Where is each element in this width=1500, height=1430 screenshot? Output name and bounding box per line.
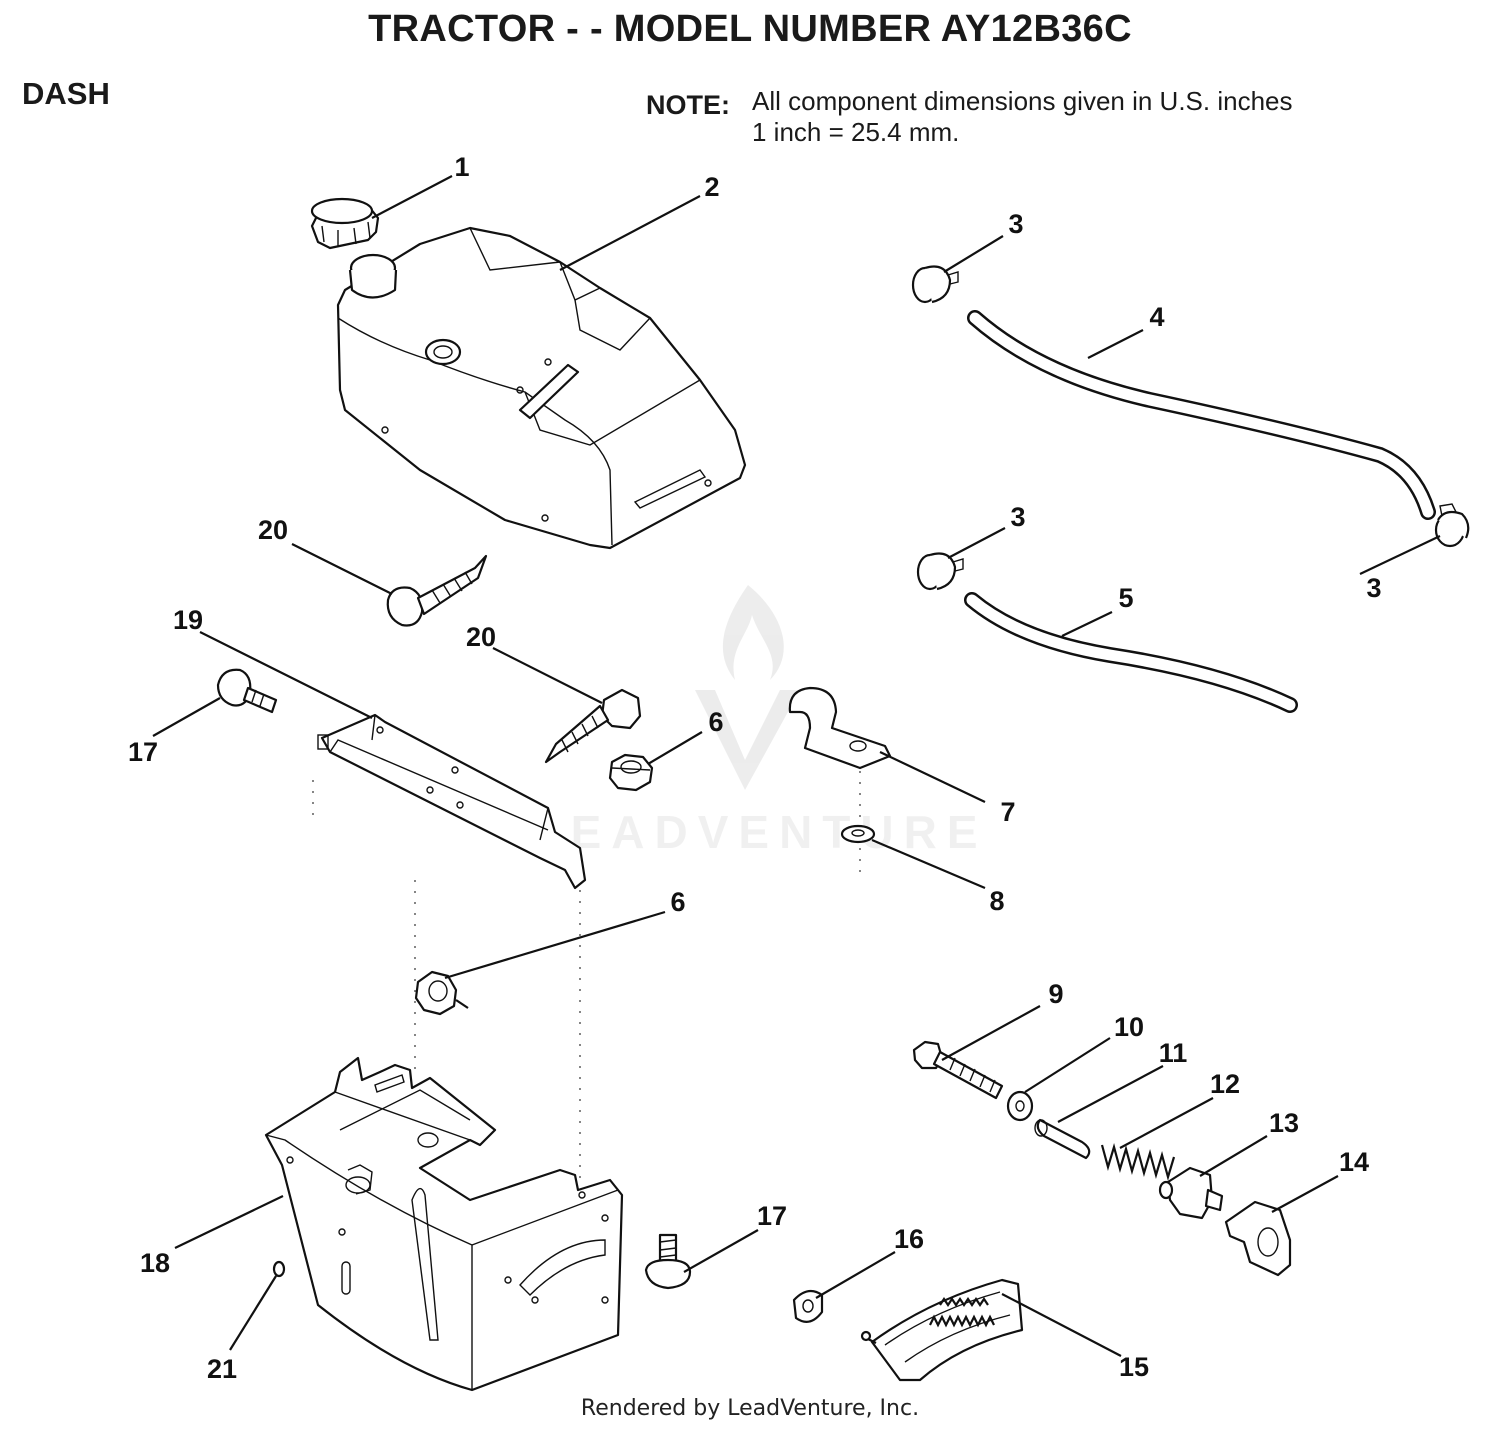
washer-part-8: [840, 824, 876, 844]
note-line-2: 1 inch = 25.4 mm.: [752, 117, 960, 147]
callout-3-top: 3: [1008, 209, 1023, 239]
leader-lines: [152, 175, 1441, 1357]
callout-7: 7: [1000, 797, 1015, 827]
spring-part: [1100, 1143, 1176, 1181]
support-rail-part: [317, 713, 587, 890]
note-line-1: All component dimensions given in U.S. i…: [752, 86, 1293, 116]
callout-numbers: 1 2 3 4 3 3 5 6 7 8 6 9 10 11 12 13 14 1…: [128, 152, 1382, 1384]
callout-3-middle: 3: [1010, 502, 1025, 532]
hose-clamp-part-middle: [916, 552, 964, 591]
screw-part-lower: [544, 688, 642, 764]
hex-nut-part-upper: [608, 753, 654, 792]
footer-credit: Rendered by LeadVenture, Inc.: [580, 1396, 920, 1421]
page-title: TRACTOR - - MODEL NUMBER AY12B36C: [368, 8, 1132, 50]
mount-bracket-part: [1224, 1200, 1292, 1277]
dash-panel-part: [264, 1056, 624, 1392]
p-clamp-part: [788, 686, 892, 770]
callout-2: 2: [704, 172, 719, 202]
note-label: NOTE:: [646, 90, 730, 120]
callout-6-upper: 6: [708, 707, 723, 737]
screw-part-upper: [386, 554, 488, 627]
callout-15: 15: [1119, 1352, 1149, 1382]
callout-1: 1: [454, 152, 469, 182]
callout-20-lower: 20: [466, 622, 496, 652]
callout-4: 4: [1149, 302, 1164, 332]
callout-18: 18: [140, 1248, 170, 1278]
callout-13: 13: [1269, 1108, 1299, 1138]
callout-20-upper: 20: [258, 515, 288, 545]
callout-19: 19: [173, 605, 203, 635]
callout-17-lower: 17: [757, 1201, 787, 1231]
callout-16: 16: [894, 1224, 924, 1254]
fuel-hose-long-part: [967, 310, 1436, 520]
callout-8: 8: [989, 886, 1004, 916]
throttle-plate-part: [860, 1278, 1024, 1382]
hose-clamp-part-right: [1434, 503, 1470, 548]
callout-9: 9: [1048, 979, 1063, 1009]
switch-connector-part: [1158, 1166, 1224, 1220]
watermark-text: LEADVENTURE: [532, 806, 988, 858]
hex-bolt-part-9: [912, 1040, 1004, 1100]
callout-21: 21: [207, 1354, 237, 1384]
callout-6-lower: 6: [670, 887, 685, 917]
callout-5: 5: [1118, 583, 1133, 613]
flame-v-logo-icon: [695, 585, 800, 790]
lock-washer-part: [792, 1289, 824, 1323]
hex-nut-part-lower: [414, 970, 469, 1016]
callout-14: 14: [1339, 1147, 1369, 1177]
callout-17-upper: 17: [128, 737, 158, 767]
fuel-tank-part: [336, 226, 747, 550]
hose-clamp-part-top: [911, 265, 959, 304]
spacer-part: [1034, 1118, 1091, 1160]
washer-part-10: [1006, 1090, 1034, 1122]
fuel-cap-part: [310, 197, 380, 250]
fuel-hose-short-part: [964, 592, 1298, 713]
callout-10: 10: [1114, 1012, 1144, 1042]
alignment-lines: [312, 760, 861, 1180]
carriage-bolt-part-lower: [644, 1233, 692, 1290]
callout-3-right: 3: [1366, 573, 1381, 603]
callout-11: 11: [1159, 1038, 1188, 1068]
section-label: DASH: [22, 76, 110, 111]
carriage-bolt-part-upper: [216, 668, 278, 714]
rivet-part: [272, 1260, 286, 1278]
callout-12: 12: [1210, 1069, 1240, 1099]
